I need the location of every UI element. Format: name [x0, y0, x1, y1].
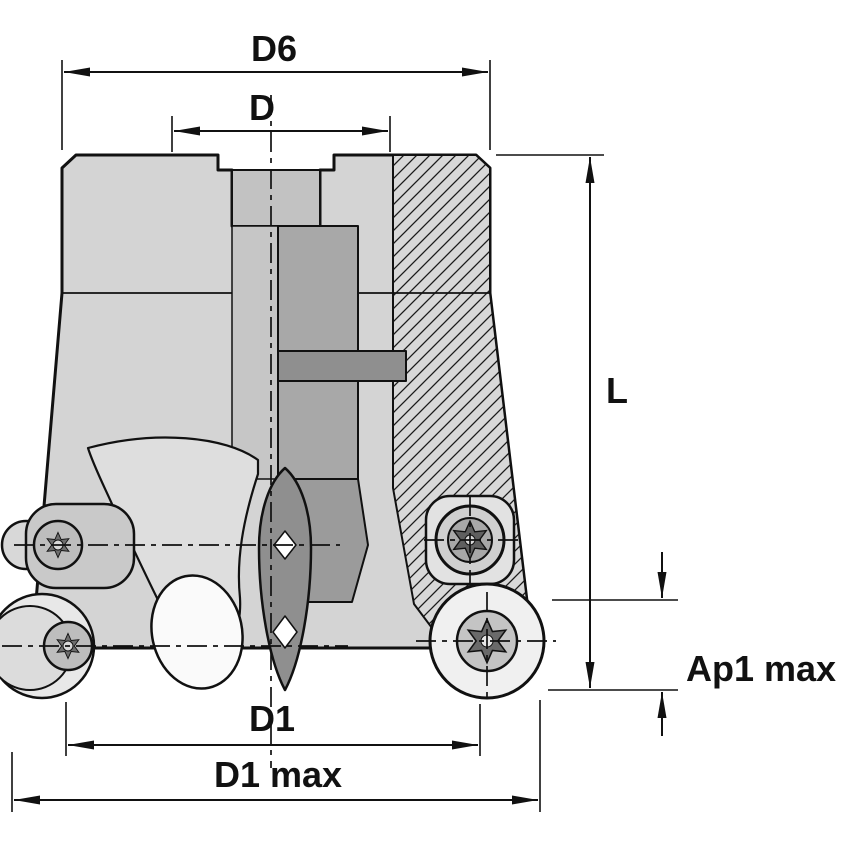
d-label: D [249, 87, 275, 128]
bore-lower [277, 380, 359, 480]
l-label: L [606, 370, 628, 411]
keyway-slot [231, 169, 321, 227]
dimension-ap1-max: Ap1 max [552, 552, 836, 736]
centerlines [2, 95, 556, 768]
center-insert-edge [257, 466, 313, 692]
bore-flange [277, 350, 407, 382]
dimension-d1-max: D1 max [11, 700, 541, 812]
dimension-d: D [171, 87, 391, 152]
d6-label: D6 [251, 28, 297, 69]
dimension-d1: D1 [65, 698, 481, 756]
insert-flank [150, 574, 244, 690]
cutter-body [0, 153, 546, 700]
insert-glint-lower [272, 615, 298, 649]
d1-label: D1 [249, 698, 295, 739]
dimension-d6: D6 [61, 28, 491, 150]
d1max-label: D1 max [214, 754, 342, 795]
ap1-label: Ap1 max [686, 648, 836, 689]
bore-upper [277, 225, 359, 352]
